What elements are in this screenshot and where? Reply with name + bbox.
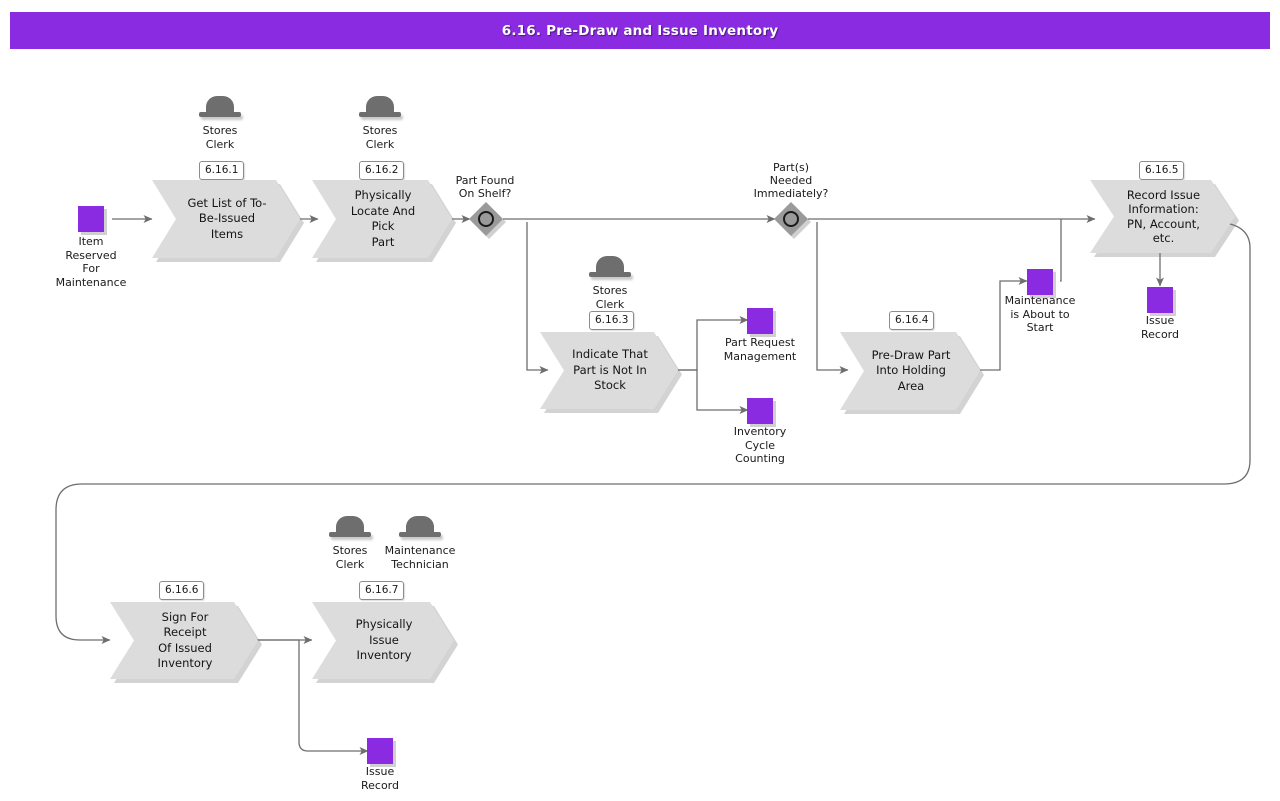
- gateway-parts-needed-immediately[interactable]: [774, 202, 811, 239]
- event-part-request-management[interactable]: [747, 308, 776, 337]
- role-stores-clerk-3: Stores Clerk: [589, 256, 631, 311]
- event-maintenance-is-about-to-start[interactable]: [1027, 269, 1056, 298]
- task-physically-locate-and-pick-part[interactable]: Physically Locate And Pick Part: [312, 180, 452, 258]
- page-title-bar: 6.16. Pre-Draw and Issue Inventory: [10, 12, 1270, 49]
- role-stores-clerk-2: Stores Clerk: [359, 96, 401, 151]
- task-label: Pre-Draw Part Into Holding Area: [840, 332, 980, 410]
- role-label: Stores Clerk: [362, 124, 398, 151]
- gateway-label-part-found-on-shelf: Part Found On Shelf?: [455, 174, 515, 200]
- task-indicate-that-part-is-not-in-stock[interactable]: Indicate That Part is Not In Stock: [540, 332, 678, 409]
- event-label-maintenance-is-about-to-start: Maintenance is About to Start: [1004, 294, 1076, 334]
- event-label-issue-record-top: Issue Record: [1140, 314, 1179, 341]
- task-get-list-of-to-be-issued-items[interactable]: Get List of To- Be-Issued Items: [152, 180, 300, 258]
- task-id-badge-6-16-5: 6.16.5: [1139, 161, 1185, 180]
- event-label-issue-record-bottom: Issue Record: [360, 765, 399, 792]
- task-id-badge-6-16-7: 6.16.7: [359, 581, 405, 600]
- role-label: Maintenance Technician: [384, 544, 456, 571]
- bowler-hat-icon: [589, 256, 631, 282]
- edge-task3-to-cycle-count: [678, 369, 749, 414]
- bowler-hat-icon: [199, 96, 241, 122]
- event-label-item-reserved: Item Reserved For Maintenance: [55, 235, 127, 289]
- bowler-hat-icon: [359, 96, 401, 122]
- task-label: Record Issue Information: PN, Account, e…: [1090, 180, 1235, 253]
- task-id-badge-6-16-3: 6.16.3: [589, 311, 635, 330]
- task-id-badge-6-16-6: 6.16.6: [159, 581, 205, 600]
- edge-maintenance-start-to-task5: [1060, 219, 1062, 282]
- task-label: Physically Issue Inventory: [312, 602, 454, 679]
- task-label: Physically Locate And Pick Part: [312, 180, 452, 258]
- task-id-badge-6-16-4: 6.16.4: [889, 311, 935, 330]
- event-label-inventory-cycle-counting: Inventory Cycle Counting: [733, 425, 787, 465]
- role-stores-clerk-1: Stores Clerk: [199, 96, 241, 151]
- task-physically-issue-inventory[interactable]: Physically Issue Inventory: [312, 602, 454, 679]
- task-label: Indicate That Part is Not In Stock: [540, 332, 678, 409]
- role-stores-clerk-4: Stores Clerk: [329, 516, 371, 571]
- event-item-reserved-for-maintenance[interactable]: [78, 206, 107, 235]
- bowler-hat-icon: [329, 516, 371, 542]
- role-label: Stores Clerk: [592, 284, 628, 311]
- event-inventory-cycle-counting[interactable]: [747, 398, 776, 427]
- task-label: Get List of To- Be-Issued Items: [152, 180, 300, 258]
- task-id-badge-6-16-2: 6.16.2: [359, 161, 405, 180]
- event-label-part-request-management: Part Request Management: [723, 336, 797, 363]
- role-label: Stores Clerk: [332, 544, 368, 571]
- gateway-part-found-on-shelf[interactable]: [469, 202, 506, 239]
- task-id-badge-6-16-1: 6.16.1: [199, 161, 245, 180]
- task-label: Sign For Receipt Of Issued Inventory: [110, 602, 258, 679]
- task-record-issue-information[interactable]: Record Issue Information: PN, Account, e…: [1090, 180, 1235, 253]
- event-issue-record-bottom[interactable]: [367, 738, 396, 767]
- page-title: 6.16. Pre-Draw and Issue Inventory: [501, 22, 779, 39]
- task-pre-draw-part-into-holding-area[interactable]: Pre-Draw Part Into Holding Area: [840, 332, 980, 410]
- role-maintenance-technician: Maintenance Technician: [385, 516, 455, 571]
- event-issue-record-top[interactable]: [1147, 287, 1176, 316]
- role-label: Stores Clerk: [202, 124, 238, 151]
- gateway-label-parts-needed-immediately: Part(s) Needed Immediately?: [753, 161, 829, 200]
- task-sign-for-receipt-of-issued-inventory[interactable]: Sign For Receipt Of Issued Inventory: [110, 602, 258, 679]
- bowler-hat-icon: [399, 516, 441, 542]
